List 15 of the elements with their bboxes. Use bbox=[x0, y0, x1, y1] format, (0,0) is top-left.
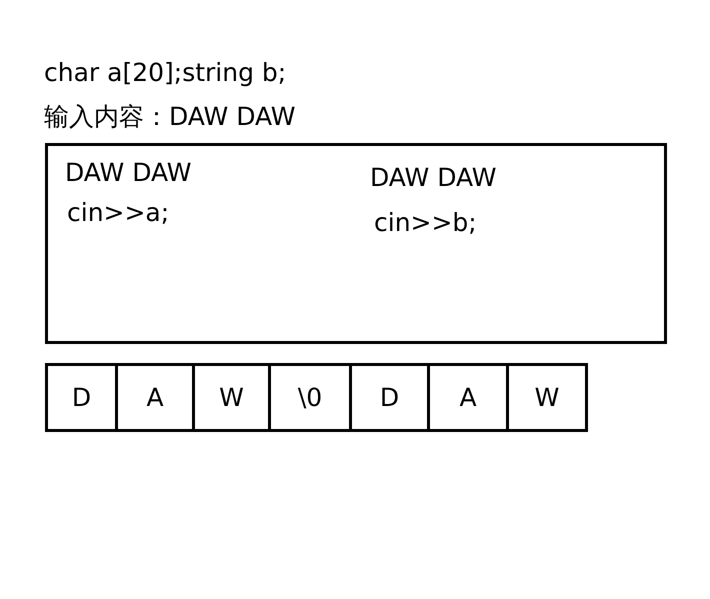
array-cell: A bbox=[115, 363, 195, 432]
array-cell: A bbox=[427, 363, 509, 432]
array-cell: W bbox=[192, 363, 271, 432]
code-line: char a[20];string b; bbox=[44, 58, 286, 88]
input-text: DAW DAW bbox=[65, 158, 192, 188]
input-text: DAW DAW bbox=[370, 163, 496, 193]
code-line: cin>>b; bbox=[374, 208, 477, 238]
array-cell: D bbox=[45, 363, 118, 432]
array-cell: D bbox=[349, 363, 430, 432]
code-line: cin>>a; bbox=[67, 198, 170, 228]
memory-box bbox=[45, 143, 355, 344]
array-cell: W bbox=[506, 363, 588, 432]
input-line: 输入内容：DAW DAW bbox=[44, 102, 296, 132]
array-cell: \0 bbox=[268, 363, 352, 432]
memory-box bbox=[352, 143, 667, 344]
